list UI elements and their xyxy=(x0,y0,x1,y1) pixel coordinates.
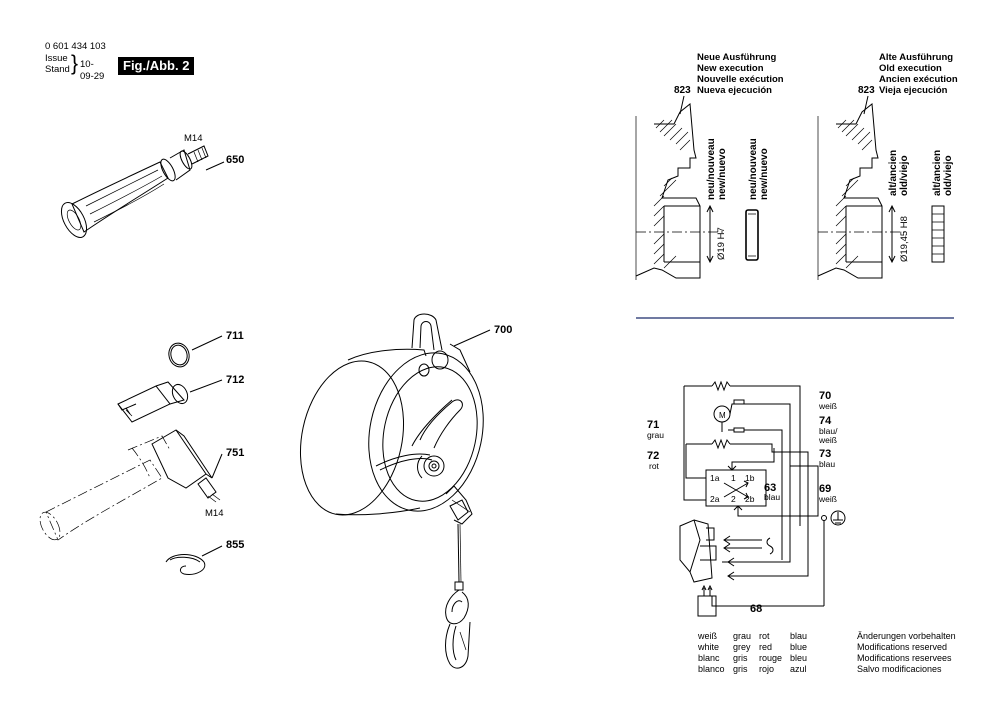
new-label-a-1: neu/nouveau xyxy=(706,138,717,200)
old-exec-line-4: Vieja ejecución xyxy=(879,85,948,96)
wire-63-num: 63 xyxy=(764,482,776,494)
wire-73-color: blau xyxy=(819,459,835,469)
brace-glyph: } xyxy=(71,52,79,75)
adapter-712 xyxy=(117,379,223,423)
wire-71-color: grau xyxy=(647,430,664,440)
header-block: 0 601 434 103 Issue Stand } 10-09-29 xyxy=(45,41,106,82)
notice-line-1: Änderungen vorbehalten xyxy=(857,631,956,641)
wire-71-num: 71 xyxy=(647,419,659,431)
old-exec-line-3: Ancien exécution xyxy=(879,74,958,85)
new-exec-ref: 823 xyxy=(674,85,691,96)
new-label-b-2: new/nuevo xyxy=(759,148,770,200)
wire-70-color: weiß xyxy=(818,401,837,411)
new-exec-line-4: Nueva ejecución xyxy=(697,85,772,96)
color-legend: weiß white blanc blanco grau grey gris g… xyxy=(697,631,807,674)
thread-label-751: M14 xyxy=(205,508,223,519)
ground-symbol xyxy=(830,510,846,526)
old-exec-ref: 823 xyxy=(858,85,875,96)
wire-69-color: weiß xyxy=(818,494,837,504)
side-handle-650 xyxy=(60,145,225,238)
terminal-2a: 2a xyxy=(710,494,720,504)
part-label-650: 650 xyxy=(226,154,244,166)
legend-c0-r0: weiß xyxy=(697,631,718,641)
motor-label: M xyxy=(719,411,726,420)
terminal-2b: 2b xyxy=(745,494,755,504)
terminal-1b: 1b xyxy=(745,473,755,483)
part-label-751: 751 xyxy=(226,447,244,459)
legend-c3-r1: blue xyxy=(790,642,807,652)
notice-line-3: Modifications reservees xyxy=(857,653,952,663)
legend-c1-r1: grey xyxy=(733,642,751,652)
old-execution-header: Alte Ausführung Old execution Ancien exé… xyxy=(858,52,958,115)
part-label-711: 711 xyxy=(226,330,244,342)
new-exec-line-3: Nouvelle exécution xyxy=(697,74,784,85)
legend-c0-r2: blanc xyxy=(698,653,720,663)
issue-stand-block: Issue Stand } 10-09-29 xyxy=(45,52,106,82)
wire-63-color: blau xyxy=(764,492,780,502)
new-label-a-2: new/nuevo xyxy=(717,148,728,200)
wiring-diagram xyxy=(679,380,846,617)
figure-badge: Fig./Abb. 2 xyxy=(118,57,195,75)
wire-74-color-2: weiß xyxy=(818,435,837,445)
old-hatch xyxy=(835,119,873,269)
new-exec-line-2: New execution xyxy=(697,63,764,74)
new-label-b-1: neu/nouveau xyxy=(748,138,759,200)
part-number: 0 601 434 103 xyxy=(45,41,106,52)
legend-c3-r2: bleu xyxy=(790,653,807,663)
old-label-b-2: old/viejo xyxy=(943,155,954,196)
trigger-switch xyxy=(679,519,701,574)
terminal-1: 1 xyxy=(731,473,736,483)
part-label-700: 700 xyxy=(494,324,512,336)
new-exec-line-1: Neue Ausführung xyxy=(697,52,777,63)
notice-line-4: Salvo modificaciones xyxy=(857,664,942,674)
old-bore-diameter: Ø19,45 H8 xyxy=(899,216,910,262)
legend-c1-r0: grau xyxy=(733,631,751,641)
thread-label-650: M14 xyxy=(184,133,202,144)
stand-label: Stand xyxy=(45,64,70,75)
legend-c3-r0: blau xyxy=(790,631,807,641)
legend-c2-r2: rouge xyxy=(759,653,782,663)
handle-751 xyxy=(39,429,223,541)
issue-label: Issue xyxy=(45,53,68,64)
legend-c2-r1: red xyxy=(759,642,772,652)
old-execution-section xyxy=(817,103,945,280)
old-label-b-1: alt/ancien xyxy=(932,150,943,196)
wire-69-num: 69 xyxy=(819,483,831,495)
new-hatch xyxy=(653,119,691,269)
old-label-a-2: old/viejo xyxy=(899,155,910,196)
legend-c1-r2: gris xyxy=(733,653,748,663)
new-execution-section xyxy=(635,103,759,280)
legend-c1-r3: gris xyxy=(733,664,748,674)
part-label-855: 855 xyxy=(226,539,244,551)
clip-855 xyxy=(165,545,223,575)
part-label-712: 712 xyxy=(226,374,244,386)
wire-68-num: 68 xyxy=(750,603,762,615)
legend-c3-r3: azul xyxy=(790,664,807,674)
switch-block xyxy=(705,469,767,507)
wire-74-num: 74 xyxy=(819,415,832,427)
old-exec-line-2: Old execution xyxy=(879,63,942,74)
old-label-a-1: alt/ancien xyxy=(888,150,899,196)
old-exec-line-1: Alte Ausführung xyxy=(879,52,953,63)
spring-balancer-700 xyxy=(299,313,491,669)
wire-73-num: 73 xyxy=(819,448,831,460)
legend-c0-r1: white xyxy=(697,642,719,652)
legend-c0-r3: blanco xyxy=(698,664,725,674)
issue-date: 10-09-29 xyxy=(80,59,105,82)
wire-70-num: 70 xyxy=(819,390,831,402)
o-ring-711 xyxy=(168,335,223,368)
notice-line-2: Modifications reserved xyxy=(857,642,947,652)
legend-c2-r3: rojo xyxy=(759,664,774,674)
wire-74-color-1: blau/ xyxy=(819,426,838,436)
legend-c2-r0: rot xyxy=(759,631,770,641)
wire-72-num: 72 xyxy=(647,450,659,462)
modifications-notice: Änderungen vorbehalten Modifications res… xyxy=(857,631,956,674)
new-bore-diameter: Ø19 H7 xyxy=(716,227,727,260)
terminal-1a: 1a xyxy=(710,473,720,483)
wire-72-color: rot xyxy=(649,461,660,471)
terminal-2: 2 xyxy=(731,494,736,504)
